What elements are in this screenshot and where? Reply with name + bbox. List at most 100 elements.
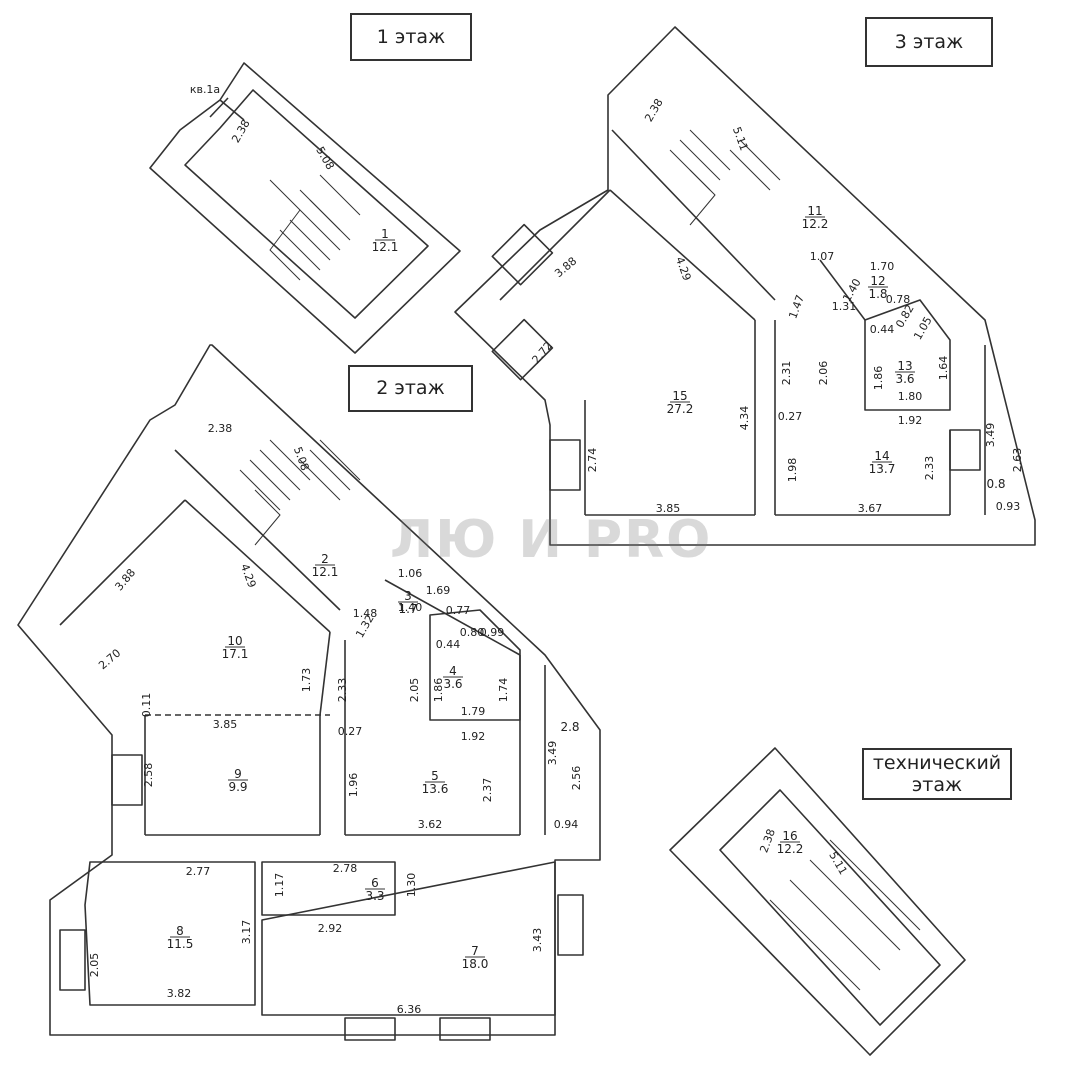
watermark: ЛЮ И PRO: [390, 510, 713, 570]
apartment-note: кв.1а: [190, 83, 220, 96]
room-area-9: 9.9: [228, 780, 247, 794]
dimension-label: 1.40: [398, 601, 423, 614]
room-area-10: 17.1: [222, 647, 249, 661]
floor-label-1: 1 этаж: [350, 13, 472, 61]
dimension-label: 0.78: [886, 293, 911, 306]
dimension-label: 0.11: [140, 693, 153, 718]
floor-3-plan: [454, 26, 1036, 546]
dimension-label: 2.58: [142, 763, 155, 788]
room-area-2: 12.1: [312, 565, 339, 579]
dimension-label: 4.29: [238, 562, 259, 589]
dimension-label: 1.64: [937, 356, 950, 381]
room-number-10: 10: [227, 634, 242, 648]
dimension-label: 2.31: [780, 361, 793, 386]
dimension-label: 2.38: [208, 422, 233, 435]
room-number-3: 3: [404, 589, 412, 603]
dimension-label: 1.47: [786, 293, 807, 320]
floor-label-technical: технический этаж: [862, 748, 1012, 800]
floor-2-plan: [17, 344, 601, 1041]
room-area-14: 13.7: [869, 462, 896, 476]
dimension-label: 3.62: [418, 818, 443, 831]
room-number-8: 8: [176, 924, 184, 938]
room-area-extra-17: 0.8: [986, 477, 1005, 491]
room-number-7: 7: [471, 944, 479, 958]
dimension-label: 1.86: [872, 366, 885, 391]
dimension-label: 0.44: [870, 323, 895, 336]
dimension-label: 3.82: [167, 987, 192, 1000]
dimension-label: 2.77: [186, 865, 211, 878]
dimension-label: 0.44: [436, 638, 461, 651]
dimension-label: 1.74: [497, 678, 510, 703]
technical-floor-plan: [669, 747, 966, 1056]
room-area-11: 12.2: [802, 217, 829, 231]
dimension-label: 2.72: [529, 339, 555, 366]
room-area-6: 3.3: [365, 889, 384, 903]
dimension-label: 2.74: [586, 448, 599, 473]
dimension-label: 1.92: [461, 730, 486, 743]
room-area-16: 12.2: [777, 842, 804, 856]
room-number-2: 2: [321, 552, 329, 566]
dimension-label: 4.34: [738, 406, 751, 431]
dimension-label: 3.88: [552, 254, 579, 280]
room-number-14: 14: [874, 449, 889, 463]
dimension-label: 3.17: [240, 920, 253, 945]
room-area-3: 1.7: [398, 602, 417, 616]
room-number-11: 11: [807, 204, 822, 218]
dimension-label: 1.30: [405, 873, 418, 898]
dimension-label: 2.63: [1011, 448, 1024, 473]
dimension-label: 0.77: [446, 604, 471, 617]
dimension-label: 3.67: [858, 502, 883, 515]
floor-1-plan: [149, 62, 461, 354]
dimension-label: 5.11: [730, 125, 751, 152]
dimension-label: 0.82: [893, 302, 917, 330]
dimension-label: 3.49: [546, 741, 559, 766]
dimension-label: 3.43: [531, 928, 544, 953]
floor-label-3: 3 этаж: [865, 17, 993, 67]
dimension-label: 0.99: [480, 626, 505, 639]
dimension-label: 2.37: [481, 778, 494, 803]
dimension-label: 5.08: [313, 144, 337, 172]
dimension-label: 2.38: [229, 117, 253, 145]
dimension-label: 2.78: [333, 862, 358, 875]
dimension-label: 2.05: [88, 953, 101, 978]
room-area-12: 1.8: [868, 287, 887, 301]
room-area-15: 27.2: [667, 402, 694, 416]
dimension-label: 1.07: [810, 250, 835, 263]
floor-label-technical-line1: технический: [872, 752, 1002, 774]
dimension-label: 1.92: [898, 414, 923, 427]
dimension-label: 5.08: [291, 445, 312, 472]
room-number-12: 12: [870, 274, 885, 288]
dimension-label: 1.06: [398, 567, 423, 580]
dimension-label: 0.80: [460, 626, 485, 639]
floor-label-2: 2 этаж: [348, 365, 473, 412]
dimension-label: 1.86: [432, 678, 445, 703]
dimension-label: 2.38: [642, 96, 666, 124]
dimension-label: 2.56: [570, 766, 583, 791]
dimension-label: 1.80: [898, 390, 923, 403]
dimension-label: 5.11: [826, 849, 850, 877]
room-number-15: 15: [672, 389, 687, 403]
dimension-label: 6.36: [397, 1003, 422, 1016]
dimension-label: 1.79: [461, 705, 486, 718]
dimension-label: 1.96: [347, 773, 360, 798]
dimension-label: 2.05: [408, 678, 421, 703]
room-number-9: 9: [234, 767, 242, 781]
dimension-label: 1.05: [911, 314, 935, 342]
floor-label-technical-line2: этаж: [911, 773, 963, 796]
room-number-4: 4: [449, 664, 457, 678]
room-area-extra-16: 2.8: [560, 720, 579, 734]
room-number-13: 13: [897, 359, 912, 373]
dimension-label: 2.70: [96, 646, 123, 672]
dimension-label: 0.93: [996, 500, 1021, 513]
room-number-1: 1: [381, 227, 389, 241]
room-number-5: 5: [431, 769, 439, 783]
dimension-label: 1.98: [786, 458, 799, 483]
dimension-label: 2.38: [757, 827, 778, 854]
room-area-4: 3.6: [443, 677, 462, 691]
room-area-5: 13.6: [422, 782, 449, 796]
dimension-label: 4.29: [673, 255, 694, 282]
dimension-label: 0.94: [554, 818, 579, 831]
dimension-label: 2.06: [817, 361, 830, 386]
dimension-label: 3.88: [112, 566, 138, 593]
